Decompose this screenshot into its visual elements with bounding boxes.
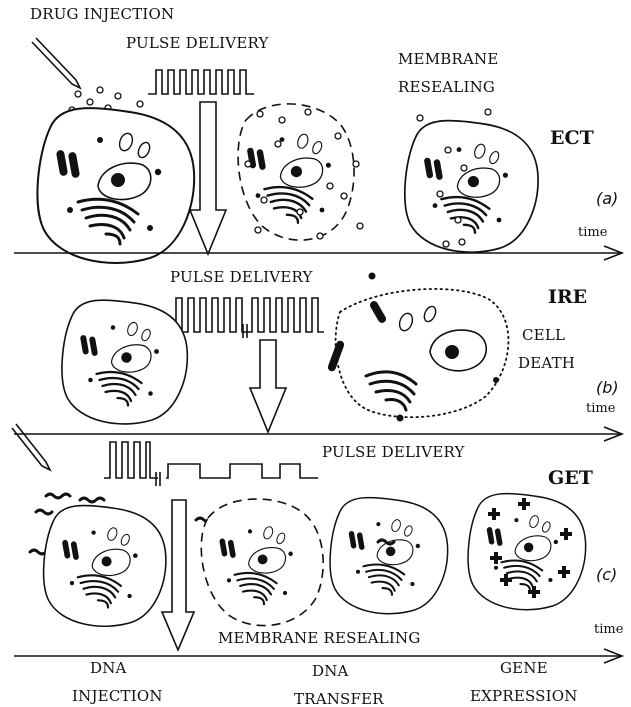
time-label-b: time <box>586 401 616 416</box>
pulse-arrow-c <box>162 500 194 650</box>
syringe-needle-icon <box>32 38 80 88</box>
dna-transfer-line1: DNA <box>312 662 349 680</box>
dna-injection-line1: DNA <box>90 659 127 677</box>
cell-death-line1: CELL <box>522 326 565 344</box>
time-label-a: time <box>578 225 608 240</box>
cell-before-pulse <box>37 108 194 263</box>
pulse-delivery-label-c: PULSE DELIVERY <box>322 443 466 461</box>
cell-get-dna-injection <box>44 505 166 626</box>
cell-get-transfer <box>201 499 323 626</box>
panel-get: PULSE DELIVERY GET <box>12 424 624 707</box>
cell-death-line2: DEATH <box>518 354 575 372</box>
gene-expression-line1: GENE <box>500 659 548 677</box>
panel-ect: DRUG INJECTION PULSE DELIVERY MEMBRANE R… <box>14 5 622 263</box>
cell-get-expression <box>468 494 586 610</box>
panel-c-label: (c) <box>596 565 617 584</box>
get-tag: GET <box>548 467 593 489</box>
cell-permeabilized <box>238 104 354 240</box>
membrane-label-line2: RESEALING <box>398 78 495 96</box>
panel-b-label: (b) <box>596 378 619 397</box>
time-axis-b <box>14 427 622 441</box>
cell-ire-before <box>62 300 187 424</box>
pulse-arrow-a <box>190 102 226 254</box>
pulse-train-c <box>104 442 318 478</box>
dna-transfer-line2: TRANSFER <box>294 690 384 707</box>
cell-ire-dead <box>327 273 509 422</box>
dna-injection-line2: INJECTION <box>72 687 163 705</box>
panel-ire: PULSE DELIVERY IRE CELL DEATH (b) time <box>14 268 622 441</box>
drug-injection-label: DRUG INJECTION <box>30 5 174 23</box>
cell-resealed <box>405 121 538 253</box>
pulse-train-a <box>148 70 254 94</box>
pulse-arrow-b <box>250 340 286 432</box>
cell-get-resealed <box>330 498 448 614</box>
ire-tag: IRE <box>548 286 587 308</box>
pulse-delivery-label-a: PULSE DELIVERY <box>126 34 270 52</box>
pulse-delivery-label-b: PULSE DELIVERY <box>170 268 314 286</box>
gene-expression-line2: EXPRESSION <box>470 687 578 705</box>
membrane-resealing-label: MEMBRANE RESEALING <box>218 629 421 647</box>
membrane-label-line1: MEMBRANE <box>398 50 499 68</box>
time-label-c: time <box>594 622 624 637</box>
ect-tag: ECT <box>550 127 594 149</box>
dna-needle-icon <box>12 424 50 470</box>
panel-a-label: (a) <box>596 189 618 208</box>
